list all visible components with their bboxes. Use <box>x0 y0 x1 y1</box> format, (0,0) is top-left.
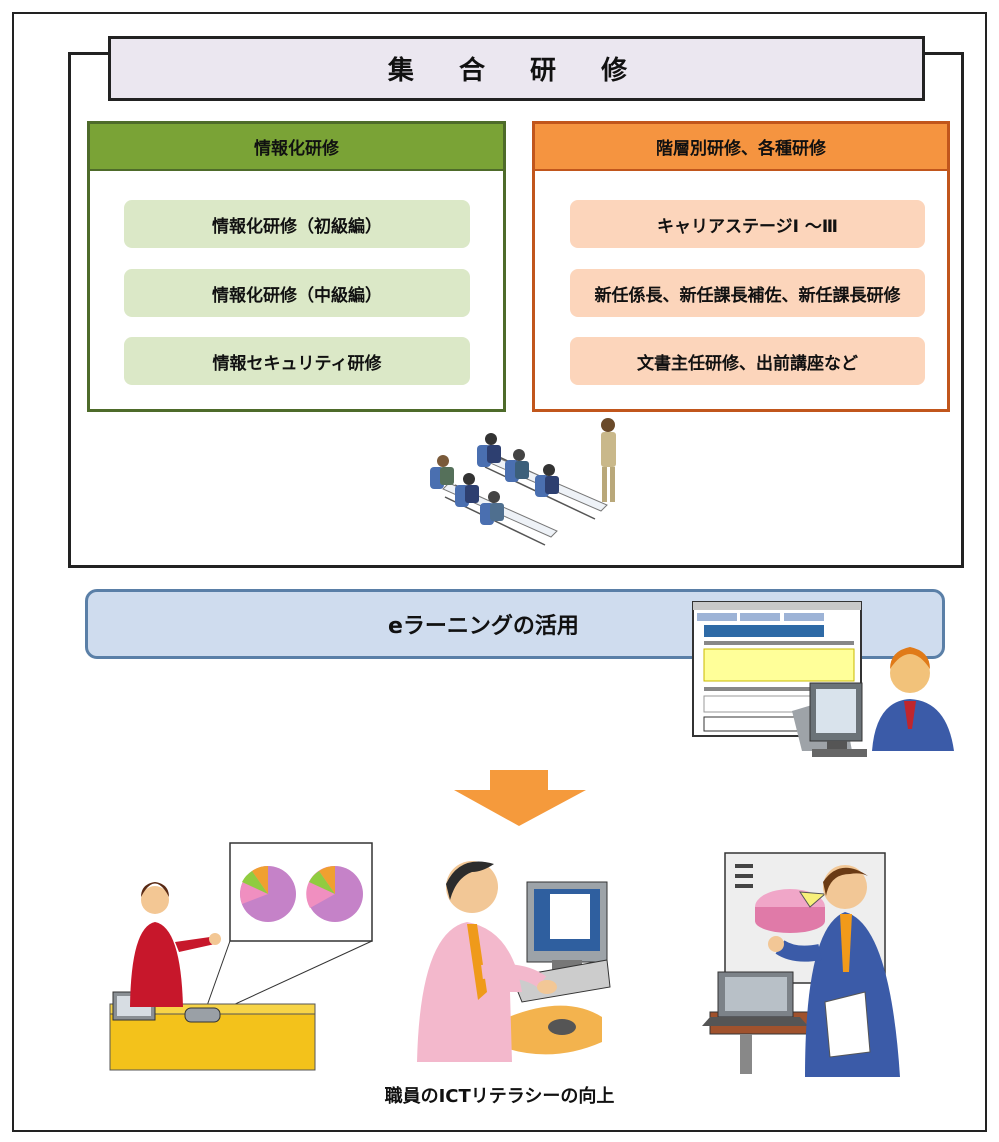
hierarchical-training-item: キャリアステージⅠ ～Ⅲ <box>570 200 925 248</box>
hierarchical-training-header: 階層別研修、各種研修 <box>535 124 947 171</box>
outer-frame <box>12 12 987 1132</box>
ict-literacy-caption: 職員のICTリテラシーの向上 <box>384 1086 615 1107</box>
hierarchical-training-panel: 階層別研修、各種研修 キャリアステージⅠ ～Ⅲ 新任係長、新任課長補佐、新任課長… <box>532 121 950 412</box>
it-training-header: 情報化研修 <box>90 124 503 171</box>
office-worker-pc-illustration <box>417 861 611 1062</box>
it-training-item: 情報セキュリティ研修 <box>124 337 470 385</box>
it-training-item: 情報化研修（初級編） <box>124 200 470 248</box>
hierarchical-training-item: 新任係長、新任課長補佐、新任課長研修 <box>570 269 925 317</box>
group-training-title: 集 合 研 修 <box>108 36 925 101</box>
elearning-screen-illustration <box>692 601 954 757</box>
presenter-woman-illustration <box>109 842 373 1071</box>
it-training-panel: 情報化研修 情報化研修（初級編） 情報化研修（中級編） 情報セキュリティ研修 <box>87 121 506 412</box>
classroom-illustration <box>430 418 616 546</box>
down-arrow-icon <box>454 770 586 826</box>
hierarchical-training-item: 文書主任研修、出前講座など <box>570 337 925 385</box>
it-training-item: 情報化研修（中級編） <box>124 269 470 317</box>
presenter-man-illustration <box>702 852 900 1077</box>
